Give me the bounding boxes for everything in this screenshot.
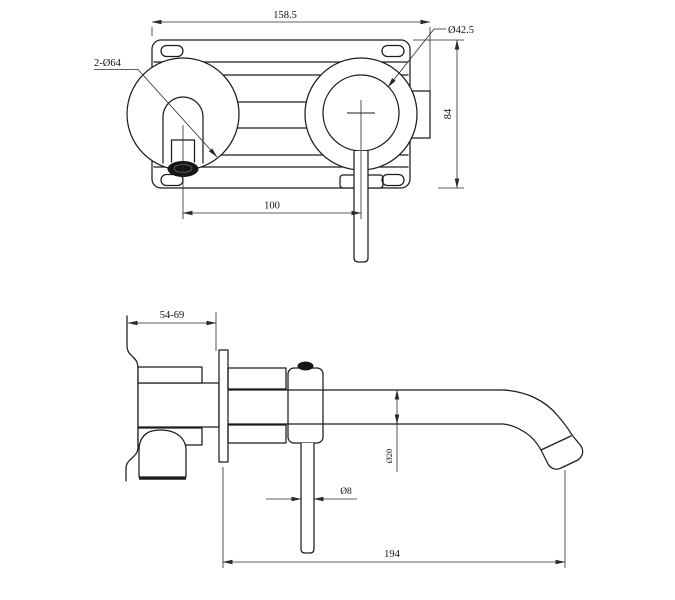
- mounting-slot: [381, 173, 405, 187]
- supply-elbow: [138, 429, 187, 478]
- dim-lever-diameter-label: Ø8: [340, 487, 352, 497]
- dim-spout-reach-label: 194: [384, 549, 401, 560]
- handle-lever-side: [300, 443, 315, 554]
- dim-escutcheon-label: 2-Ø64: [94, 58, 122, 69]
- mounting-slot: [381, 44, 405, 58]
- spout-tube: [227, 389, 584, 470]
- escutcheon-sleeve: [227, 367, 287, 444]
- dim-escutcheon-dia: 2-Ø64: [94, 58, 218, 158]
- dim-inwall-depth-label: 54-69: [160, 310, 185, 321]
- side-view: 54-69 Ø20 Ø8 194: [125, 310, 584, 568]
- spout-tip-cap-line: [540, 435, 572, 451]
- dim-spout-diameter: Ø20: [384, 389, 400, 472]
- dim-hole-spacing: 100: [182, 100, 362, 219]
- handle-assembly-side: [287, 361, 324, 554]
- dim-handle-trim-label: Ø42.5: [448, 25, 474, 36]
- inwall-valve-body: [137, 366, 220, 480]
- dim-plate-width: 158.5: [151, 10, 431, 112]
- dim-spout-diameter-label: Ø20: [384, 449, 394, 464]
- indicator-dot: [297, 361, 314, 371]
- dim-lever-diameter: Ø8: [266, 487, 357, 502]
- dim-plate-width-label: 158.5: [273, 10, 297, 21]
- wall-flange-plate: [218, 349, 229, 463]
- dim-plate-height-label: 84: [443, 108, 454, 119]
- dim-spout-reach: 194: [222, 467, 566, 568]
- dim-inwall-depth: 54-69: [127, 310, 217, 351]
- wall-section-line: [125, 315, 139, 482]
- mounting-slots: [160, 44, 405, 187]
- dim-hole-spacing-label: 100: [264, 201, 280, 212]
- mounting-slot: [160, 44, 184, 58]
- spout-nozzle: [162, 96, 204, 177]
- dim-plate-height: 84: [413, 39, 464, 189]
- handle-hub: [287, 367, 324, 444]
- dim-handle-trim-dia: Ø42.5: [387, 25, 474, 88]
- front-view: 158.5 Ø42.5 2-Ø64 84 100: [94, 10, 474, 263]
